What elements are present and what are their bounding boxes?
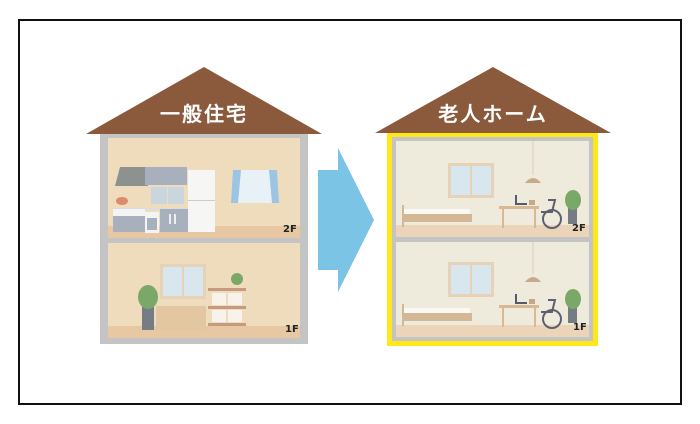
potted-plant-icon xyxy=(138,285,158,330)
right-floor-2f-label: 2F xyxy=(572,223,586,234)
care-room-1f xyxy=(402,242,581,329)
left-floor-1f-label: 1F xyxy=(285,324,299,335)
curtained-window-icon xyxy=(231,170,279,203)
storage-shelf-icon xyxy=(208,273,246,326)
low-cabinet-icon xyxy=(156,306,206,330)
right-house-title: 老人ホーム xyxy=(438,102,548,126)
outer-frame xyxy=(18,19,682,405)
living-window-icon xyxy=(160,264,206,299)
kitchen-icon xyxy=(113,167,215,233)
left-house-title: 一般住宅 xyxy=(160,102,248,126)
right-roof xyxy=(375,67,611,133)
left-floor-2f-label: 2F xyxy=(283,224,297,235)
right-floor-1f-label: 1F xyxy=(573,322,587,333)
care-room-2f xyxy=(402,141,581,229)
left-roof xyxy=(86,67,322,134)
